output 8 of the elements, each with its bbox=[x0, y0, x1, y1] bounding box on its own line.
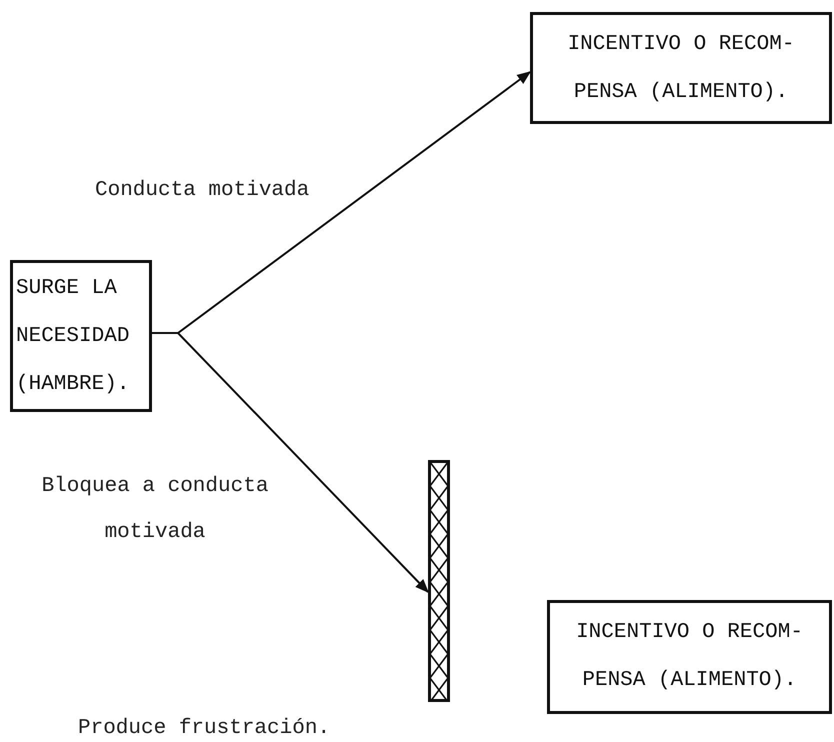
text-box bbox=[10, 260, 152, 412]
box-text: INCENTIVO O RECOM- PENSA (ALIMENTO). bbox=[575, 620, 804, 694]
text-box bbox=[530, 12, 832, 124]
box-text: INCENTIVO O RECOM- PENSA (ALIMENTO). bbox=[566, 32, 796, 106]
box-text: SURGE LA NECESIDAD (HAMBRE). bbox=[16, 276, 130, 398]
text-box bbox=[547, 600, 832, 714]
arrow bbox=[152, 332, 429, 593]
hatched-barrier bbox=[428, 460, 450, 702]
